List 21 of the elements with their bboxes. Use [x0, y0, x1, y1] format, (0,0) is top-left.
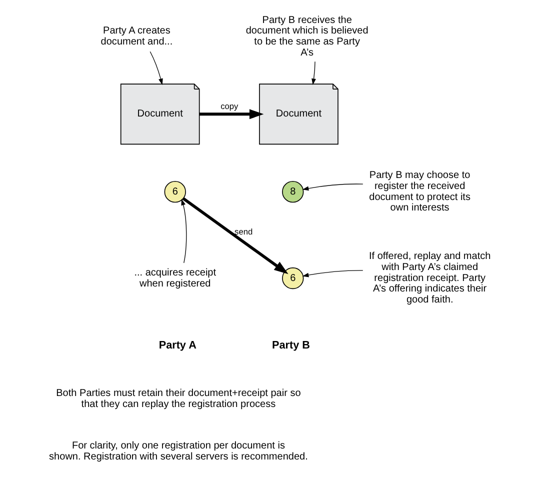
node-circle: 6	[164, 180, 186, 203]
label: For clarity, only one registration per document is shown. Registration with several servers is recommended.	[48, 440, 308, 463]
node-text: ... acquires receipt when registered	[134, 267, 216, 290]
node-text: Party B receives the document which is believed to be the same as Party A’s	[245, 14, 368, 58]
label: Both Parties must retain their document+receipt pair so that they can replay the registration process	[56, 388, 300, 410]
node-text: If offered, replay and match with Party A’s claimed registration receipt. Party A’s offering indicates their good faith.	[368, 251, 490, 306]
node-circle: 8	[282, 180, 304, 203]
arrow	[149, 51, 162, 85]
arrow	[311, 61, 316, 85]
arrow	[302, 270, 363, 278]
node-circle: 6	[282, 267, 304, 290]
node-text: Party B may choose to register the received document to protect its own interests	[368, 170, 470, 214]
edge-label: send	[234, 226, 252, 236]
label: Party B	[272, 339, 310, 352]
arrow	[182, 197, 288, 274]
node-text: Party A creates document and...	[100, 26, 172, 48]
arrow	[180, 198, 186, 264]
label: Party A	[158, 339, 196, 352]
arrow	[302, 184, 363, 191]
arrow	[198, 109, 264, 120]
edge-label: copy	[220, 101, 238, 112]
